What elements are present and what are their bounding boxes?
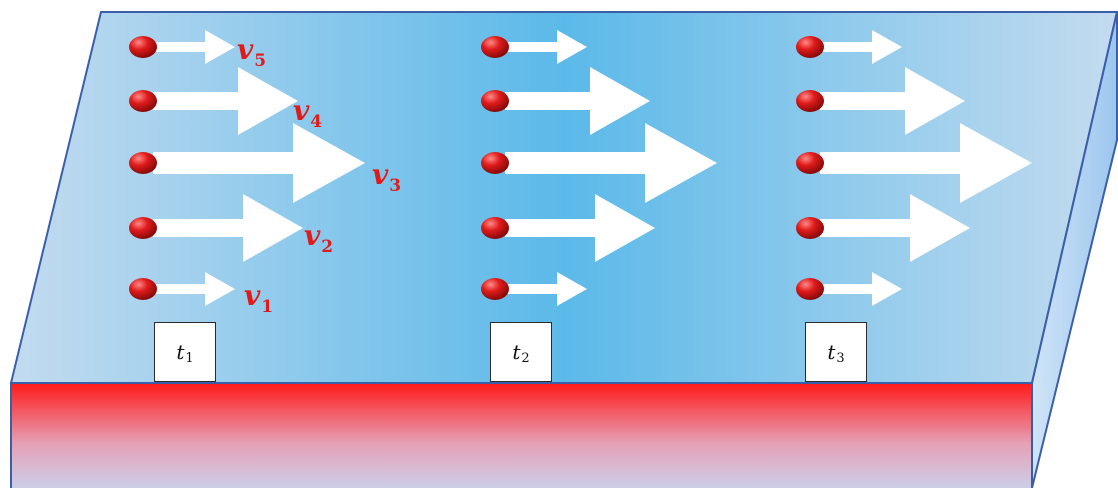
particle-t1-v1 xyxy=(129,278,157,300)
particle-t2-v1 xyxy=(481,278,509,300)
velocity-arrow-t1-v1 xyxy=(153,272,235,306)
velocity-arrow-t1-v3 xyxy=(153,123,365,203)
velocity-arrow-t1-v4 xyxy=(153,67,298,135)
particle-t3-v3 xyxy=(796,152,824,174)
velocity-arrow-t3-v1 xyxy=(820,272,902,306)
particle-t2-v5 xyxy=(481,36,509,58)
velocity-label-v3: v3 xyxy=(372,158,402,196)
particle-t1-v5 xyxy=(129,36,157,58)
velocity-label-v1: v1 xyxy=(244,279,274,317)
velocity-arrow-groups xyxy=(129,30,1032,306)
velocity-label-v2: v2 xyxy=(304,219,334,257)
particle-t2-v4 xyxy=(481,90,509,112)
particle-t2-v2 xyxy=(481,217,509,239)
particle-t3-v2 xyxy=(796,217,824,239)
velocity-arrow-t2-v5 xyxy=(505,30,587,64)
velocity-arrow-t3-v2 xyxy=(820,194,970,262)
particle-t1-v3 xyxy=(129,152,157,174)
velocity-arrow-t2-v3 xyxy=(505,123,717,203)
particle-t3-v5 xyxy=(796,36,824,58)
particle-t1-v2 xyxy=(129,217,157,239)
velocity-label-v5: v5 xyxy=(237,33,267,71)
velocity-arrow-t2-v2 xyxy=(505,194,655,262)
velocity-arrow-t3-v5 xyxy=(820,30,902,64)
velocity-arrow-t2-v4 xyxy=(505,67,650,135)
particle-t3-v1 xyxy=(796,278,824,300)
velocity-label-v4: v4 xyxy=(293,94,323,132)
particle-t3-v4 xyxy=(796,90,824,112)
velocity-arrow-t3-v3 xyxy=(820,123,1032,203)
velocity-arrow-t2-v1 xyxy=(505,272,587,306)
velocity-arrow-t1-v5 xyxy=(153,30,235,64)
particle-t2-v3 xyxy=(481,152,509,174)
particle-t1-v4 xyxy=(129,90,157,112)
velocity-arrow-t1-v2 xyxy=(153,194,303,262)
velocity-arrow-t3-v4 xyxy=(820,67,965,135)
bottom-plate xyxy=(10,382,1033,488)
fluid-side-face xyxy=(1031,11,1118,488)
